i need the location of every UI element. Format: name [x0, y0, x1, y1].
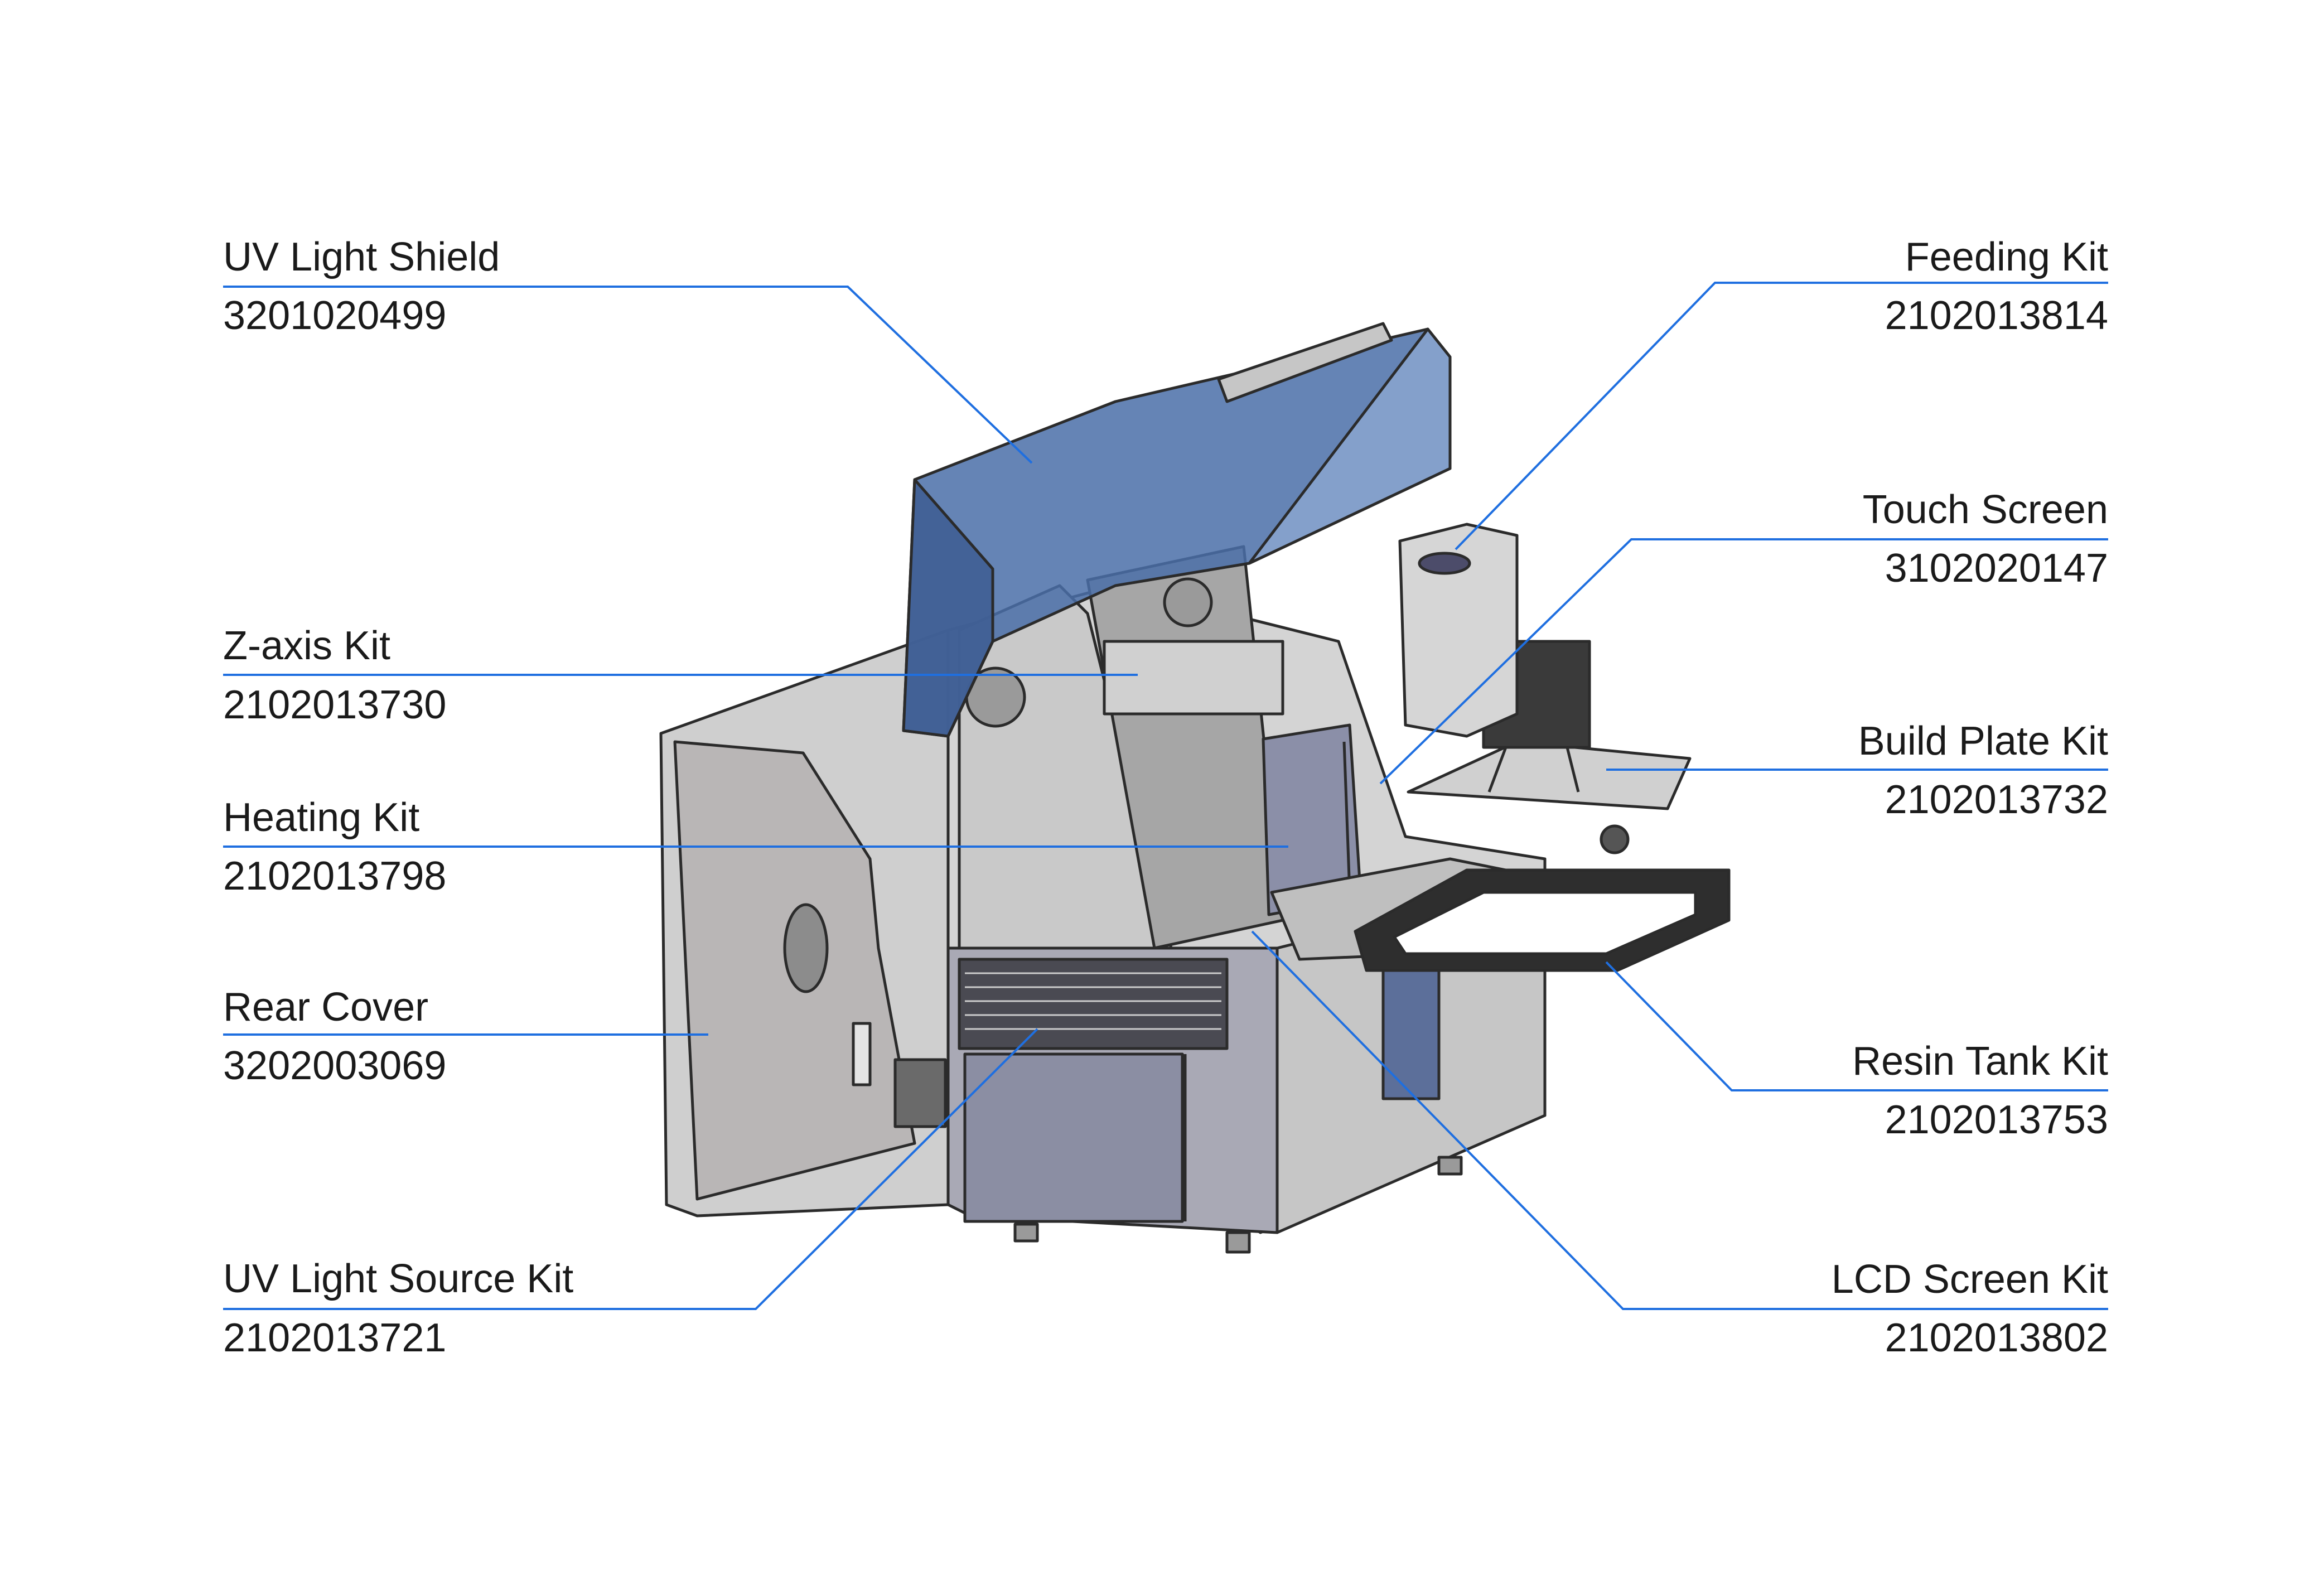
- touch-screen-code: 3102020147: [1885, 546, 2108, 591]
- lcd-panel-side: [1381, 969, 1441, 1100]
- lcd-screen-kit-code: 2102013802: [1885, 1316, 2108, 1360]
- rear-cover-label: Rear Cover: [223, 985, 429, 1030]
- feeding-kit-cap: [1418, 552, 1471, 575]
- feeding-kit-code: 2102013814: [1885, 293, 2108, 338]
- leader-uv-light-source-kit: [223, 1028, 1038, 1310]
- rear-vent: [893, 1058, 947, 1128]
- leader-feeding-kit: [1455, 282, 2108, 550]
- foot: [1225, 1231, 1251, 1254]
- feeding-kit: [1398, 523, 1519, 738]
- resin-tank-knob: [1600, 824, 1630, 854]
- shield-right: [1248, 327, 1452, 565]
- heating-kit-code: 2102013798: [223, 854, 447, 898]
- z-axis-kit-label: Z-axis Kit: [223, 624, 391, 668]
- shield-front-side: [902, 478, 994, 738]
- touch-screen-label: Touch Screen: [1862, 487, 2108, 532]
- resin-tank-kit-label: Resin Tank Kit: [1852, 1039, 2108, 1084]
- foot: [1437, 1156, 1463, 1176]
- lcd-screen-kit-label: LCD Screen Kit: [1831, 1257, 2108, 1302]
- leader-lines: [223, 282, 2108, 1310]
- z-axis-gear: [1163, 577, 1213, 627]
- feeding-kit-label: Feeding Kit: [1905, 235, 2108, 279]
- shield-handle: [1217, 322, 1393, 403]
- resin-tank-kit-code: 2102013753: [1885, 1098, 2108, 1142]
- uv-source-housing: [963, 1052, 1184, 1223]
- foot: [1013, 1223, 1039, 1243]
- rear-cover-fan-grille: [783, 903, 829, 993]
- part-name: UV Light Shield: [223, 235, 500, 279]
- uv-source-grille: [958, 958, 1229, 1050]
- leader-lcd-screen-kit: [1251, 930, 2108, 1310]
- build-plate-kit-label: Build Plate Kit: [1858, 719, 2108, 764]
- leader-touch-screen: [1379, 538, 2108, 785]
- resin-tank-opening: [1393, 891, 1697, 955]
- leader-resin-tank-kit: [1605, 961, 2108, 1091]
- leader-uv-light-shield: [223, 286, 1033, 464]
- z-axis-kit-code: 2102013730: [223, 683, 447, 727]
- build-plate-kit-code: 2102013732: [1885, 777, 2108, 822]
- printer-body: [659, 523, 1731, 1254]
- uv-light-shield-code: 3201020499: [223, 293, 447, 338]
- uv-light-source-kit-code: 2102013721: [223, 1316, 447, 1360]
- uv-light-shield-label: UV Light Shield: [223, 237, 500, 277]
- rear-cover-code: 3202003069: [223, 1043, 447, 1088]
- heating-kit-label: Heating Kit: [223, 795, 420, 840]
- z-axis-carriage: [1103, 640, 1284, 716]
- rear-cover-slot: [852, 1022, 872, 1086]
- build-plate: [1407, 740, 1692, 810]
- uv-light-shield: [902, 322, 1452, 738]
- uv-light-source-kit-label: UV Light Source Kit: [223, 1257, 574, 1301]
